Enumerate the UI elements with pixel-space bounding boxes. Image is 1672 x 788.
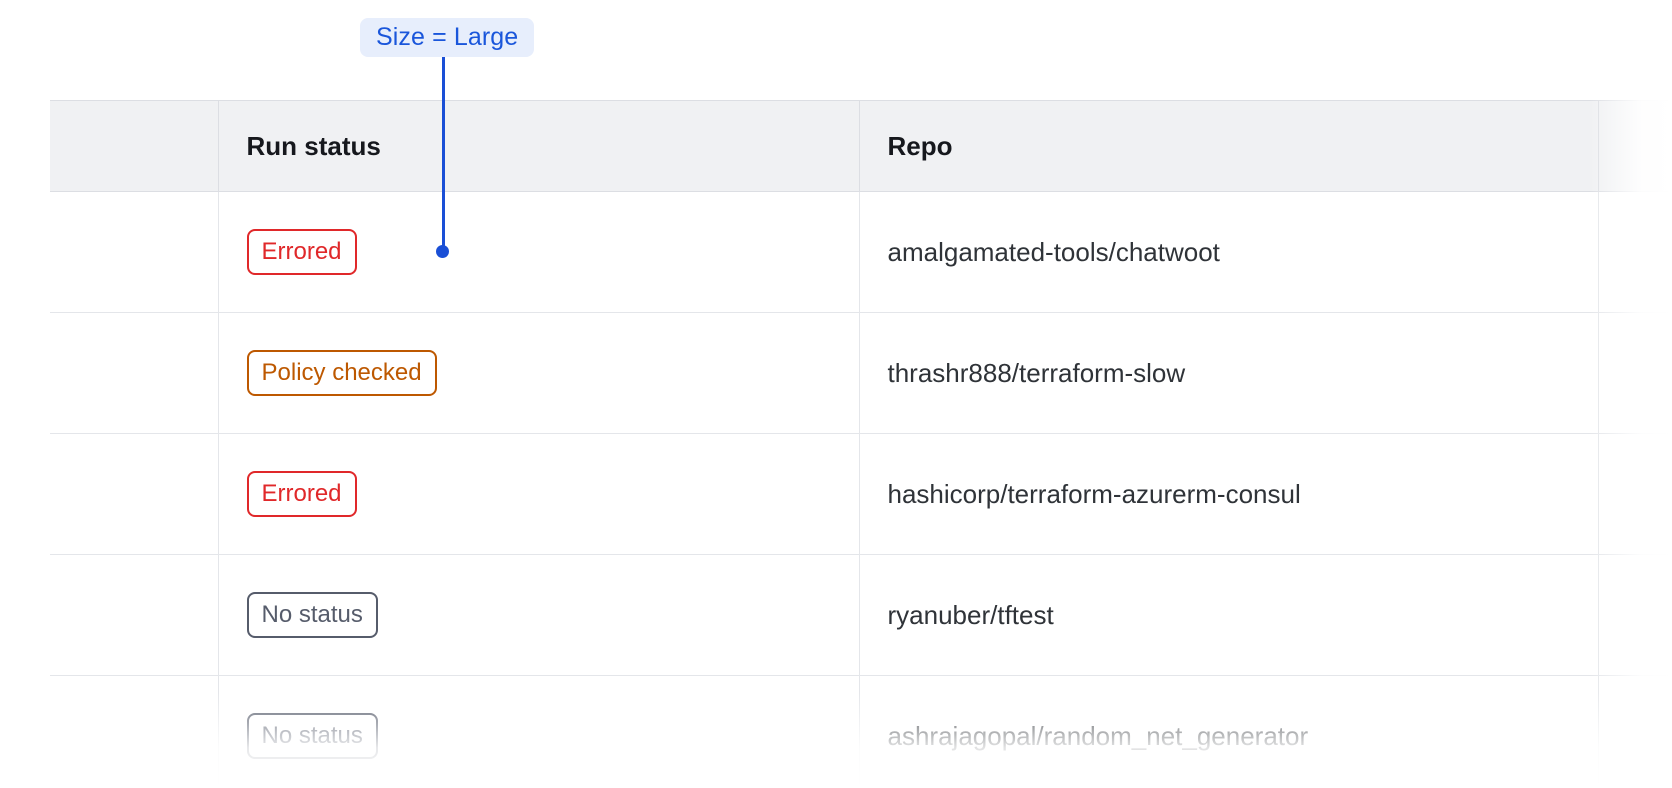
size-annotation-chip[interactable]: Size = Large — [360, 18, 535, 57]
repo-name[interactable]: ryanuber/tftest — [887, 599, 1054, 630]
table-header: Run status Repo — [48, 100, 1672, 192]
table-row[interactable]: Errored hashicorp/terraform-azurerm-consu… — [48, 433, 1672, 555]
row-select-cell[interactable] — [48, 554, 219, 676]
status-badge-label: No status — [261, 601, 363, 628]
run-status-cell: No status — [218, 554, 860, 676]
column-header-run-status-label: Run status — [246, 130, 381, 161]
repo-cell: amalgamated-tools/chatwoot — [859, 191, 1599, 313]
status-badge-label: Errored — [261, 480, 342, 507]
runs-table-container: Run status Repo Errored amalgamated-tools… — [48, 100, 1672, 788]
status-badge-label: Policy checked — [261, 359, 422, 386]
repo-cell: thrashr888/terraform-slow — [859, 312, 1599, 434]
status-badge[interactable]: No status — [246, 713, 378, 759]
status-badge[interactable]: Errored — [246, 229, 357, 275]
status-badge[interactable]: Errored — [246, 471, 357, 517]
row-select-cell[interactable] — [48, 191, 219, 313]
column-header-repo-label: Repo — [887, 130, 953, 161]
row-select-cell[interactable] — [48, 312, 219, 434]
status-badge[interactable]: No status — [246, 592, 378, 638]
row-extra-cell — [1598, 675, 1672, 788]
run-status-cell: No status — [218, 675, 860, 788]
table-header-row: Run status Repo — [48, 100, 1672, 192]
repo-cell: hashicorp/terraform-azurerm-consul — [859, 433, 1599, 555]
repo-name[interactable]: thrashr888/terraform-slow — [887, 357, 1186, 388]
repo-name[interactable]: amalgamated-tools/chatwoot — [887, 236, 1220, 267]
row-extra-cell — [1598, 191, 1672, 313]
repo-name[interactable]: hashicorp/terraform-azurerm-consul — [887, 478, 1301, 509]
table-row[interactable]: No status ashrajagopal/random_net_generat… — [48, 675, 1672, 788]
table-row[interactable]: No status ryanuber/tftest — [48, 554, 1672, 676]
run-status-cell: Policy checked — [218, 312, 860, 434]
column-header-repo[interactable]: Repo — [859, 100, 1599, 192]
column-header-extra[interactable] — [1598, 100, 1672, 192]
row-select-cell[interactable] — [48, 675, 219, 788]
column-header-run-status[interactable]: Run status — [218, 100, 860, 192]
status-badge-label: Errored — [261, 238, 342, 265]
column-header-select[interactable] — [48, 100, 219, 192]
row-select-cell[interactable] — [48, 433, 219, 555]
status-badge[interactable]: Policy checked — [246, 350, 437, 396]
run-status-cell: Errored — [218, 433, 860, 555]
runs-table: Run status Repo Errored amalgamated-tools… — [48, 100, 1672, 788]
repo-cell: ashrajagopal/random_net_generator — [859, 675, 1599, 788]
table-row[interactable]: Policy checked thrashr888/terraform-slow — [48, 312, 1672, 434]
status-badge-label: No status — [261, 722, 363, 749]
repo-cell: ryanuber/tftest — [859, 554, 1599, 676]
repo-name[interactable]: ashrajagopal/random_net_generator — [887, 720, 1309, 751]
left-mask — [0, 0, 50, 788]
row-extra-cell — [1598, 554, 1672, 676]
run-status-cell: Errored — [218, 191, 860, 313]
row-extra-cell — [1598, 312, 1672, 434]
table-row[interactable]: Errored amalgamated-tools/chatwoot — [48, 191, 1672, 313]
row-extra-cell — [1598, 433, 1672, 555]
